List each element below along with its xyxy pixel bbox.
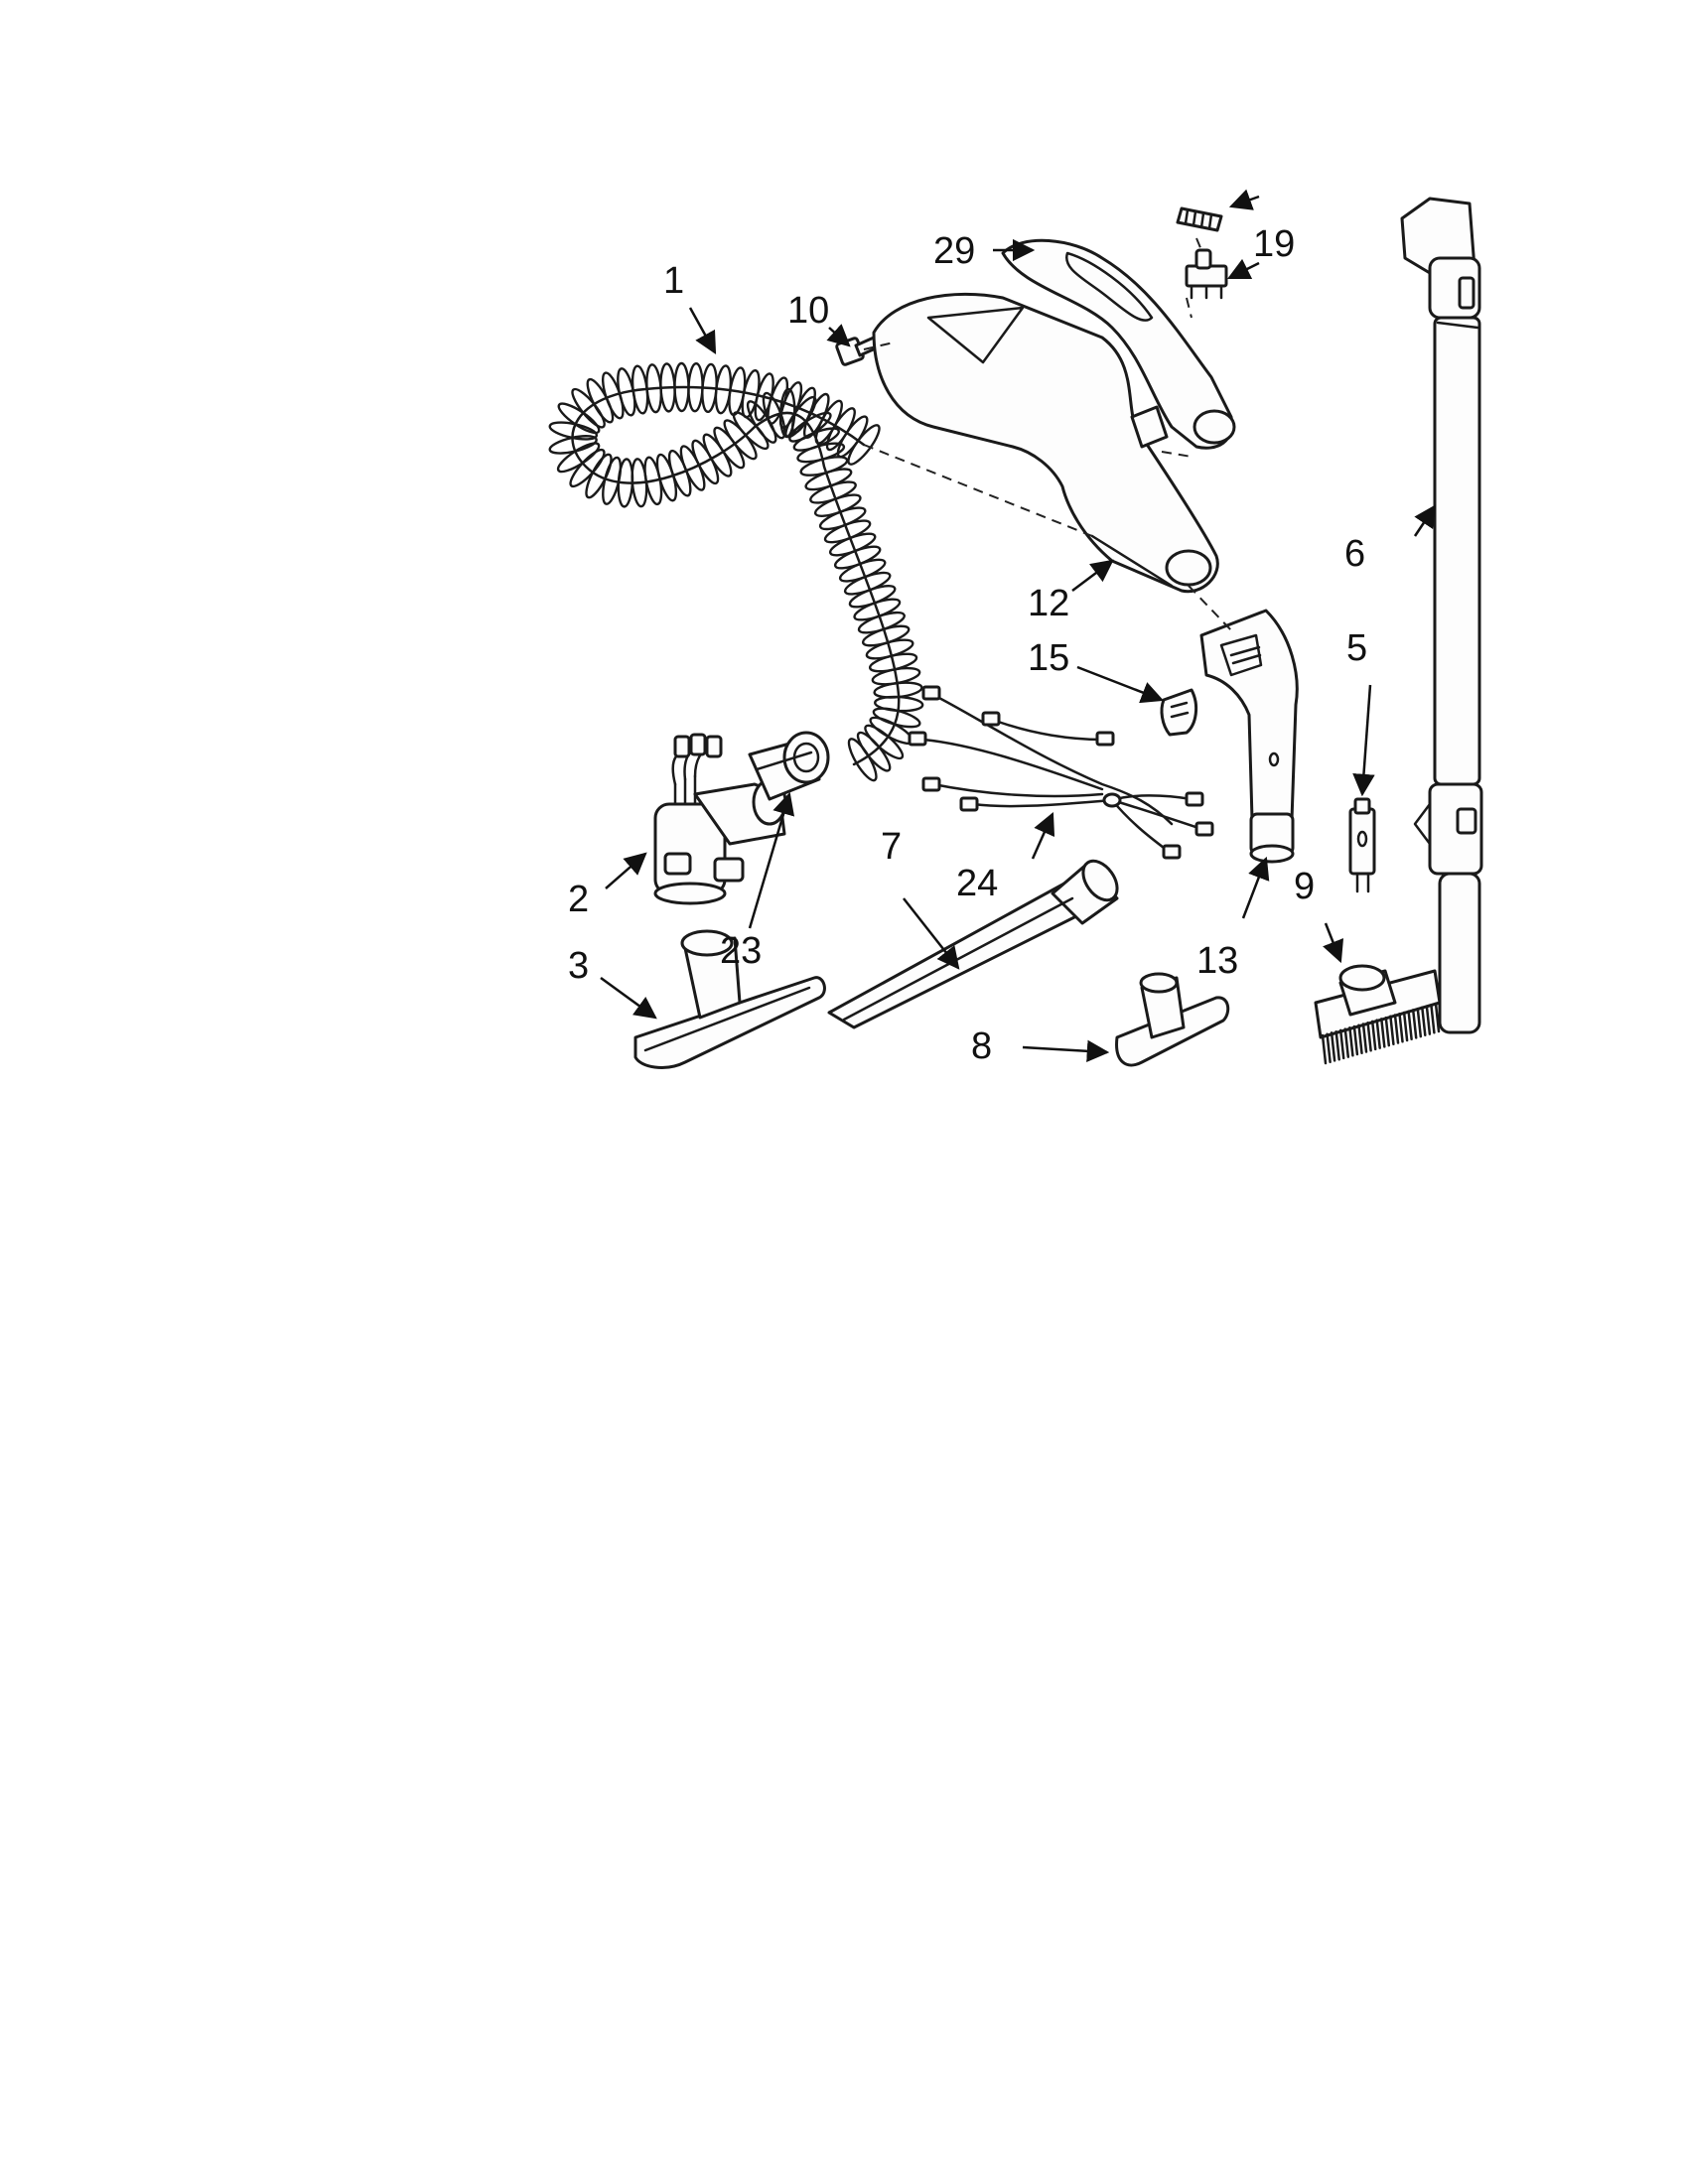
brush-bristle — [1411, 1009, 1418, 1039]
callout-23: 23 — [720, 930, 762, 972]
callout-3: 3 — [568, 945, 589, 987]
upholstery-tool-part-8 — [1115, 972, 1230, 1067]
callout-2: 2 — [568, 879, 589, 920]
callout-labels: 1 2 3 5 6 7 8 9 10 12 13 15 19 23 24 29 — [568, 223, 1367, 1067]
brush-bristle — [1361, 1023, 1368, 1053]
handle-part-12 — [872, 292, 1219, 594]
brush-bristle — [1330, 1031, 1336, 1062]
brush-bristle — [1321, 1033, 1328, 1065]
brush-bristle — [1370, 1020, 1377, 1051]
brush-bristle — [1338, 1028, 1345, 1060]
switch-part-19 — [1176, 206, 1228, 300]
callout-24: 24 — [956, 863, 998, 904]
elbow-part-13 — [1199, 609, 1299, 864]
brush-bristle — [1375, 1019, 1381, 1049]
coupling-part-23 — [748, 731, 830, 801]
brush-bristle — [1434, 1002, 1441, 1033]
brush-bristle — [1416, 1007, 1423, 1038]
callout-6: 6 — [1344, 533, 1365, 575]
brush-bristle — [1380, 1018, 1386, 1048]
callout-15: 15 — [1028, 637, 1069, 679]
brush-bristle — [1343, 1027, 1350, 1058]
brush-bristle — [1357, 1024, 1363, 1055]
brush-bristle — [1326, 1032, 1332, 1063]
leader-lines — [600, 189, 1437, 1063]
brush-bristle — [1407, 1010, 1413, 1040]
brush-bristle — [1402, 1011, 1409, 1042]
callout-5: 5 — [1346, 627, 1367, 669]
brush-bristle — [1398, 1012, 1404, 1043]
dusting-brush-part-9 — [1314, 964, 1442, 1065]
callout-8: 8 — [971, 1025, 992, 1067]
callout-29: 29 — [933, 230, 975, 272]
brush-bristle — [1430, 1004, 1436, 1034]
hose-ring — [847, 738, 878, 782]
brush-bristle — [1389, 1015, 1395, 1046]
floor-tool-part-3 — [633, 929, 826, 1069]
assembly-lines — [863, 237, 1232, 631]
callout-13: 13 — [1196, 940, 1238, 982]
brush-bristle — [1352, 1024, 1359, 1056]
callout-12: 12 — [1028, 583, 1069, 624]
callout-9: 9 — [1294, 866, 1315, 907]
brush-bristle — [1366, 1021, 1372, 1052]
hose-part-1 — [548, 361, 924, 782]
wand-clip-part-5 — [1348, 797, 1376, 893]
callout-10: 10 — [787, 290, 829, 332]
brush-bristle — [1334, 1029, 1340, 1061]
extension-wand-part-6 — [1400, 197, 1483, 1034]
brush-bristle — [1421, 1006, 1427, 1037]
screw-part-10 — [835, 336, 880, 366]
brush-bristle — [1384, 1016, 1391, 1047]
brush-bristle — [1393, 1014, 1400, 1044]
callout-1: 1 — [663, 260, 684, 302]
handle-cover-part-29 — [1001, 238, 1236, 450]
callout-7: 7 — [881, 826, 902, 868]
brush-bristle — [1425, 1005, 1432, 1035]
clip-part-15 — [1160, 688, 1198, 737]
callout-19: 19 — [1253, 223, 1295, 265]
wiring-harness-part-24 — [908, 685, 1214, 860]
brush-bristle — [1348, 1026, 1354, 1057]
